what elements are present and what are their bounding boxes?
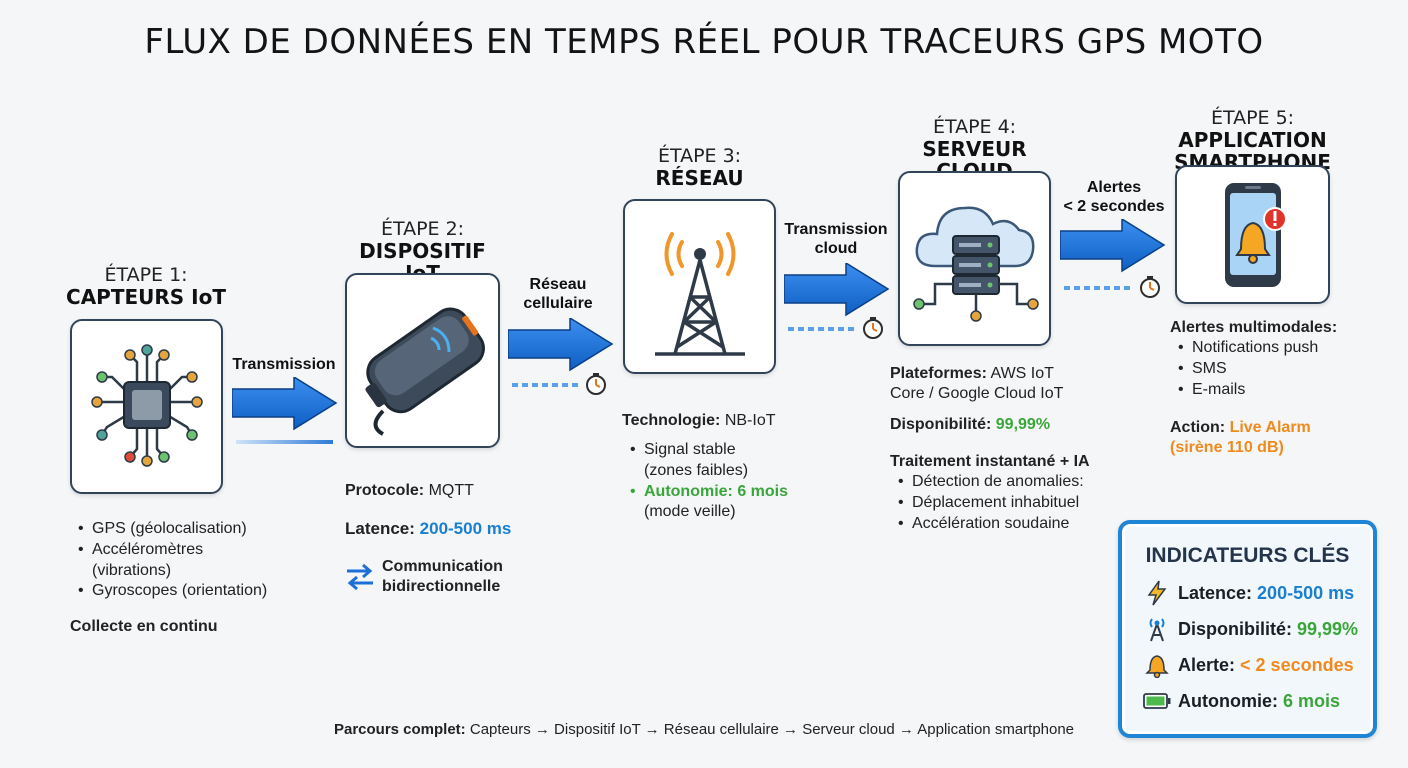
list-item: SMS — [1170, 359, 1370, 380]
bidirectional-arrows-icon — [347, 563, 373, 590]
antenna-icon — [1142, 617, 1172, 642]
step-4-card — [898, 171, 1051, 346]
step-5-alerts-list: Notifications push SMS E-mails — [1170, 338, 1370, 400]
step-4-ai-list: Détection de anomalies: Déplacement inha… — [890, 472, 1120, 534]
list-item: Détection de anomalies: — [890, 472, 1120, 493]
arrow-4-icon — [1060, 219, 1165, 272]
step-1-header: ÉTAPE 1: CAPTEURS IoT — [66, 265, 226, 308]
bullet-signal: Signal stable(zones faibles) — [622, 440, 822, 482]
bullet-autonomy: Autonomie: 6 mois(mode veille) — [622, 482, 822, 524]
step-5-name: APPLICATION — [1178, 127, 1327, 152]
timer-icon — [863, 316, 883, 339]
step-3-technology: Technologie: NB-IoT — [622, 412, 776, 429]
bullet-gps: GPS (géolocalisation) — [70, 519, 300, 540]
step-5-card — [1175, 165, 1330, 304]
step-2-label: ÉTAPE 2: — [380, 218, 465, 240]
flow-line-4 — [1064, 286, 1132, 290]
arrow-4-label: Alertes< 2 secondes — [1063, 179, 1165, 216]
step-2-header: ÉTAPE 2: DISPOSITIF IoT — [340, 219, 505, 284]
step-5-action: Action: Live Alarm (sirène 110 dB) — [1170, 419, 1311, 456]
step-3-name: RÉSEAU — [655, 165, 744, 190]
key-indicators-panel: INDICATEURS CLÉS Latence: 200-500 ms Dis… — [1118, 520, 1377, 738]
step-3-label: ÉTAPE 3: — [657, 145, 742, 167]
battery-icon — [1142, 689, 1172, 713]
page-title: FLUX DE DONNÉES EN TEMPS RÉEL POUR TRACE… — [144, 22, 1264, 62]
arrow-2-icon — [508, 318, 613, 371]
step-5-alerts-title: Alertes multimodales: — [1170, 319, 1338, 336]
step-1-bullets: GPS (géolocalisation) Accéléromètres(vib… — [70, 519, 300, 602]
kpi-title: INDICATEURS CLÉS — [1145, 544, 1350, 567]
step-2-protocol: Protocole: MQTT — [345, 482, 474, 499]
kpi-autonomy: Autonomie: 6 mois — [1142, 690, 1373, 712]
arrow-1-icon — [232, 377, 337, 430]
step-1-card — [70, 319, 223, 494]
step-1-label: ÉTAPE 1: — [104, 264, 188, 286]
timer-icon — [1140, 275, 1160, 298]
footer-path: Parcours complet: Capteurs → Dispositif … — [0, 721, 1408, 738]
flow-line-2 — [512, 383, 580, 387]
smartphone-alert-icon — [1224, 182, 1287, 287]
gps-tracker-device-icon — [364, 307, 485, 436]
step-4-ai-title: Traitement instantané + IA — [890, 453, 1090, 470]
list-item: E-mails — [1170, 380, 1370, 401]
list-item: Déplacement inhabituel — [890, 493, 1120, 514]
lightning-icon — [1142, 580, 1172, 606]
step-3-bullets: Signal stable(zones faibles) Autonomie: … — [622, 440, 822, 523]
bullet-accelerometers: Accéléromètres(vibrations) — [70, 540, 300, 582]
footer-text: Capteurs → Dispositif IoT → Réseau cellu… — [469, 721, 1075, 738]
arrow-1-label: Transmission — [232, 356, 336, 373]
step-3-header: ÉTAPE 3: RÉSEAU — [622, 146, 777, 189]
step-1-name: CAPTEURS IoT — [66, 284, 226, 309]
step-5-header: ÉTAPE 5: APPLICATION SMARTPHONE — [1135, 107, 1370, 174]
bullet-gyroscopes: Gyroscopes (orientation) — [70, 581, 300, 602]
chip-sensor-icon — [90, 343, 203, 467]
cloud-server-icon — [912, 206, 1039, 322]
flow-line-1 — [236, 440, 333, 444]
step-3-card — [623, 199, 776, 374]
flow-line-3 — [788, 327, 856, 331]
kpi-availability: Disponibilité: 99,99% — [1142, 617, 1373, 642]
kpi-alert: Alerte: < 2 secondes — [1142, 653, 1373, 678]
footer-label: Parcours complet: — [333, 721, 466, 738]
cell-tower-icon — [654, 231, 745, 356]
list-item: Accélération soudaine — [890, 514, 1120, 535]
step-4-label: ÉTAPE 4: — [932, 116, 1017, 138]
bell-icon — [1142, 653, 1172, 678]
kpi-latency: Latence: 200-500 ms — [1142, 580, 1373, 606]
step-1-note: Collecte en continu — [70, 618, 218, 635]
arrow-3-icon — [784, 263, 889, 316]
list-item: Notifications push — [1170, 338, 1370, 359]
step-4-availability: Disponibilité: 99,99% — [890, 416, 1051, 433]
step-2-latency: Latence: 200-500 ms — [345, 519, 512, 538]
timer-icon — [586, 372, 606, 395]
step-2-card — [345, 273, 500, 448]
step-5-label: ÉTAPE 5: — [1210, 107, 1295, 129]
